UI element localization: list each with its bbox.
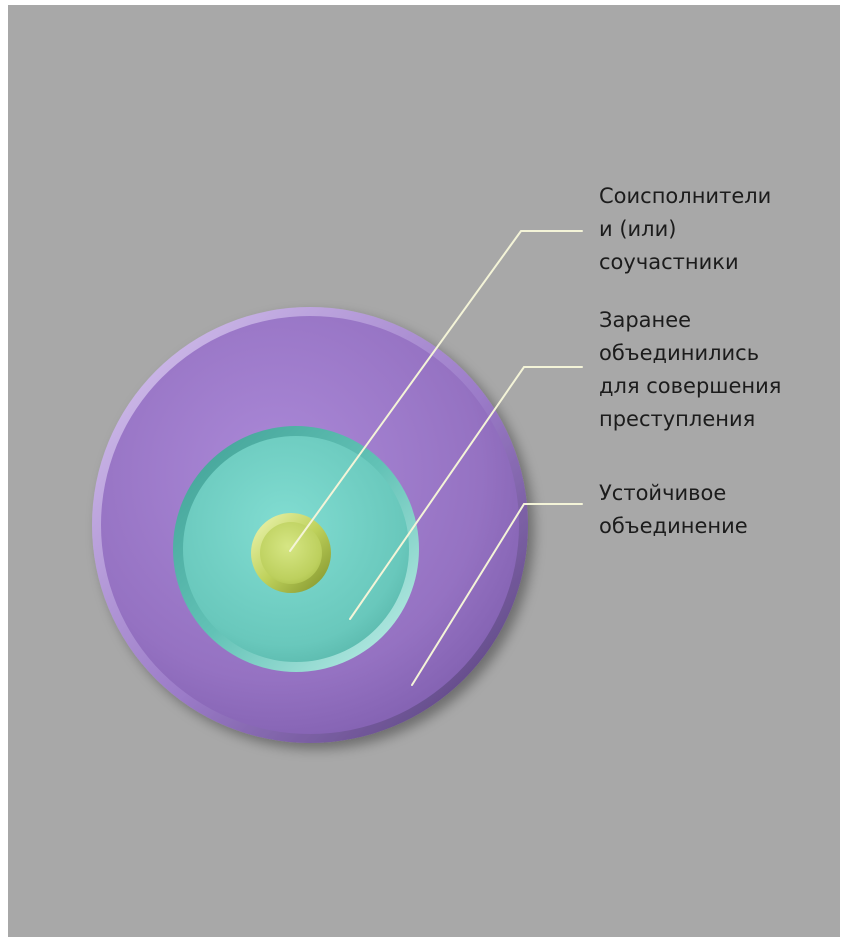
slide-canvas: Соисполнители и (или) соучастники Заране… [8,5,840,937]
label-outer: Устойчивое объединение [599,477,748,543]
concentric-diagram [8,5,840,937]
label-core: Соисполнители и (или) соучастники [599,180,771,279]
label-middle: Заранее объединились для совершения прес… [599,304,781,436]
core-circle [251,513,331,593]
